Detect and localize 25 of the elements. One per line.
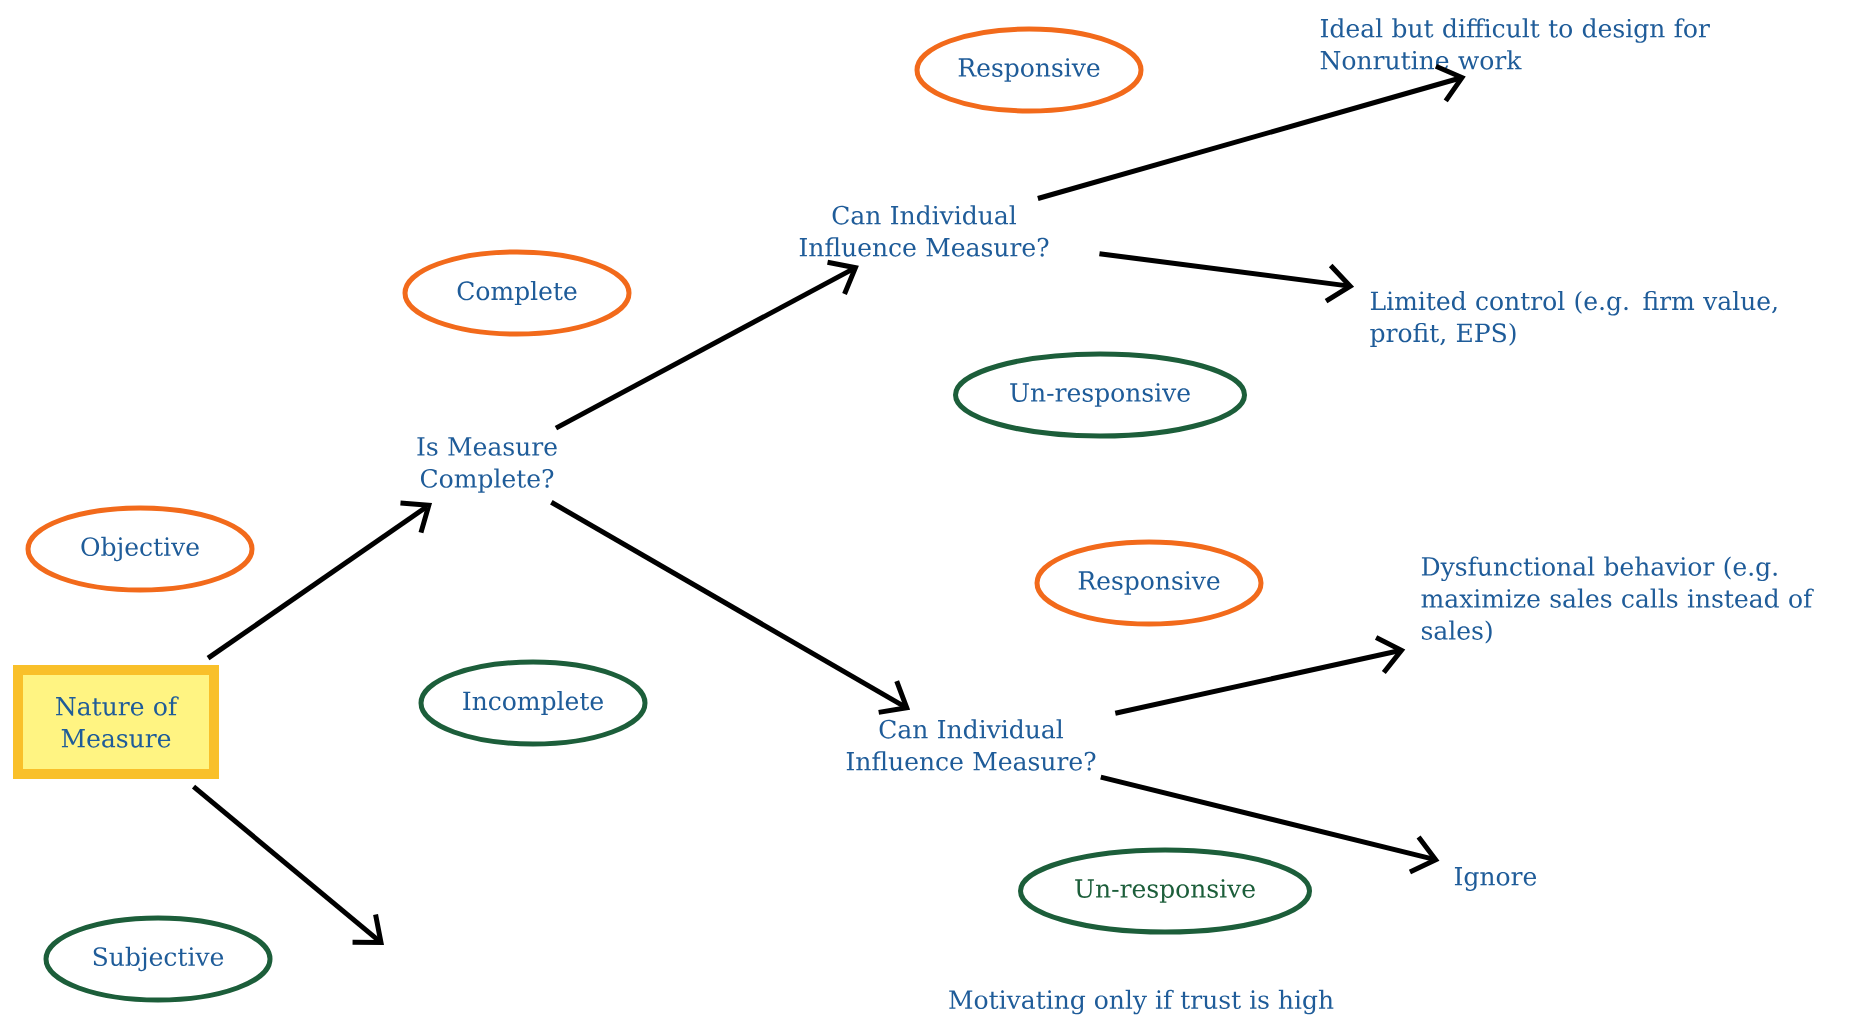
question-text: Can Individual Influence Measure?: [846, 719, 1096, 771]
question-text: Is Measure Complete?: [417, 437, 557, 493]
oval-label: Subjective: [43, 915, 273, 1003]
arrow: [191, 784, 384, 945]
arrow: [550, 500, 911, 715]
arrow: [1037, 64, 1466, 201]
note-text: Motivating only if trust is high: [949, 989, 1334, 1015]
outcome-text: Limited control (e.g. firm value, profit, EPS): [1370, 290, 1777, 348]
outcome-text: Ideal but difficult to design for Nonrutine work: [1320, 18, 1710, 70]
arrow: [1100, 774, 1440, 875]
outcome-text: Dysfunctional behavior (e.g. maximize sales calls instead of sales): [1421, 556, 1814, 644]
oval-label: Incomplete: [418, 659, 648, 747]
oval-label: Responsive: [914, 26, 1144, 114]
outcome-text: Ignore: [1454, 867, 1537, 891]
question-text: Can Individual Influence Measure?: [799, 205, 1049, 257]
arrow: [206, 500, 433, 661]
oval-label: Responsive: [1034, 539, 1264, 627]
oval-label: Un-responsive: [953, 351, 1247, 439]
root-box: Nature of Measure: [13, 665, 219, 779]
arrow: [1099, 251, 1355, 304]
arrow: [1114, 635, 1406, 716]
oval-label: Objective: [25, 505, 255, 593]
arrow: [554, 259, 859, 431]
oval-label: Complete: [402, 249, 632, 337]
oval-label: Un-responsive: [1018, 847, 1312, 935]
